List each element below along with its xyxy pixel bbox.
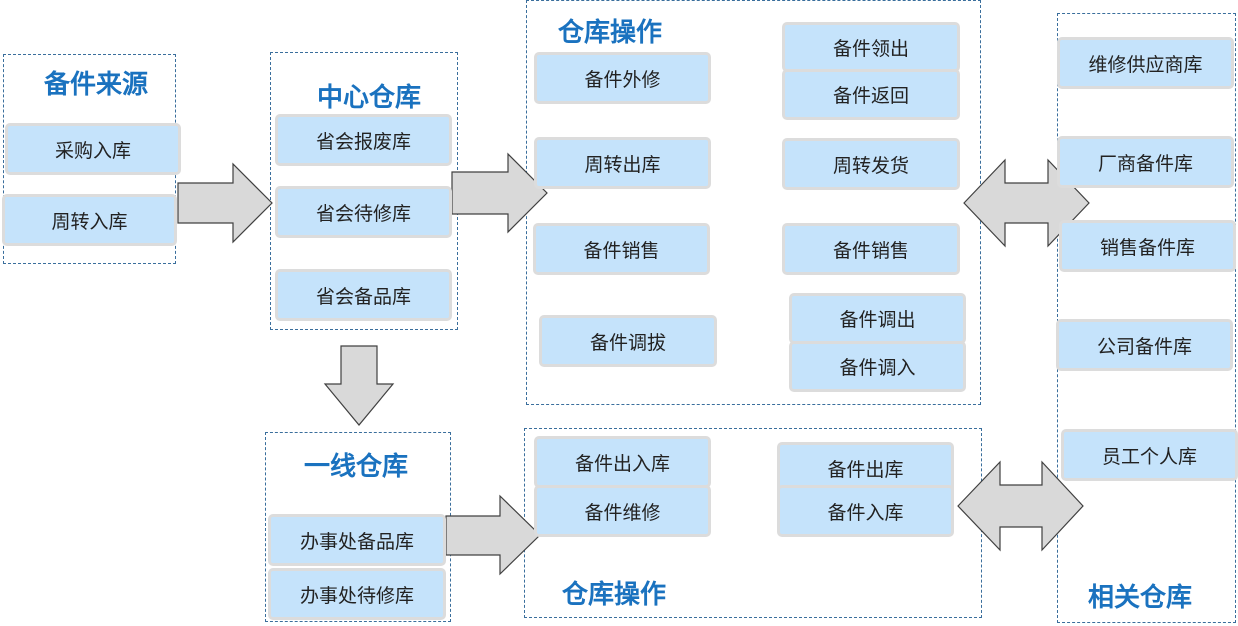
- box-center-scrap: 省会报废库: [275, 114, 452, 166]
- box-op-sale-left: 备件销售: [533, 223, 710, 275]
- title-center: 中心仓库: [317, 83, 422, 113]
- box-frontline-repair: 办事处待修库: [268, 568, 446, 620]
- box-center-spare: 省会备品库: [275, 269, 452, 321]
- box-related-employee: 员工个人库: [1061, 429, 1238, 481]
- box-op-transfer-out: 备件调出: [789, 293, 966, 344]
- box-op-turnover-ship: 周转发货: [782, 138, 960, 190]
- box-op-allocate: 备件调拔: [539, 315, 717, 367]
- arrow-center-to-ops: [451, 152, 548, 234]
- box-op-sale-right: 备件销售: [782, 223, 960, 275]
- box-op-transfer-in: 备件调入: [789, 341, 966, 392]
- box-related-company: 公司备件库: [1056, 319, 1233, 371]
- box-frontline-spare: 办事处备品库: [268, 514, 446, 566]
- title-frontline: 一线仓库: [304, 452, 409, 482]
- box-related-supplier: 维修供应商库: [1057, 37, 1234, 89]
- title-ops-bottom: 仓库操作: [562, 580, 667, 610]
- arrow-sources-to-center: [177, 162, 273, 244]
- title-related: 相关仓库: [1088, 583, 1193, 613]
- box-op-turnover-out: 周转出库: [534, 137, 711, 189]
- box-op-take-out: 备件领出: [782, 22, 960, 72]
- box-source-turnover: 周转入库: [2, 194, 177, 246]
- arrow-center-to-frontline: [323, 345, 395, 426]
- title-ops-top: 仓库操作: [558, 18, 663, 48]
- arrow-frontline-to-ops: [445, 494, 541, 576]
- box-related-sales: 销售备件库: [1059, 220, 1236, 272]
- box-related-vendor: 厂商备件库: [1057, 136, 1234, 188]
- box-source-purchase: 采购入库: [5, 123, 181, 175]
- panel-related: [1057, 13, 1236, 623]
- arrow-ops-related-bottom: [957, 460, 1084, 552]
- box-op-in-out: 备件出入库: [534, 436, 711, 488]
- title-sources: 备件来源: [44, 70, 149, 100]
- box-op-stock-in: 备件入库: [777, 485, 954, 537]
- box-op-external-repair: 备件外修: [534, 52, 711, 104]
- box-op-return: 备件返回: [782, 69, 960, 120]
- box-op-maintain: 备件维修: [534, 485, 711, 537]
- box-center-repair: 省会待修库: [275, 186, 452, 238]
